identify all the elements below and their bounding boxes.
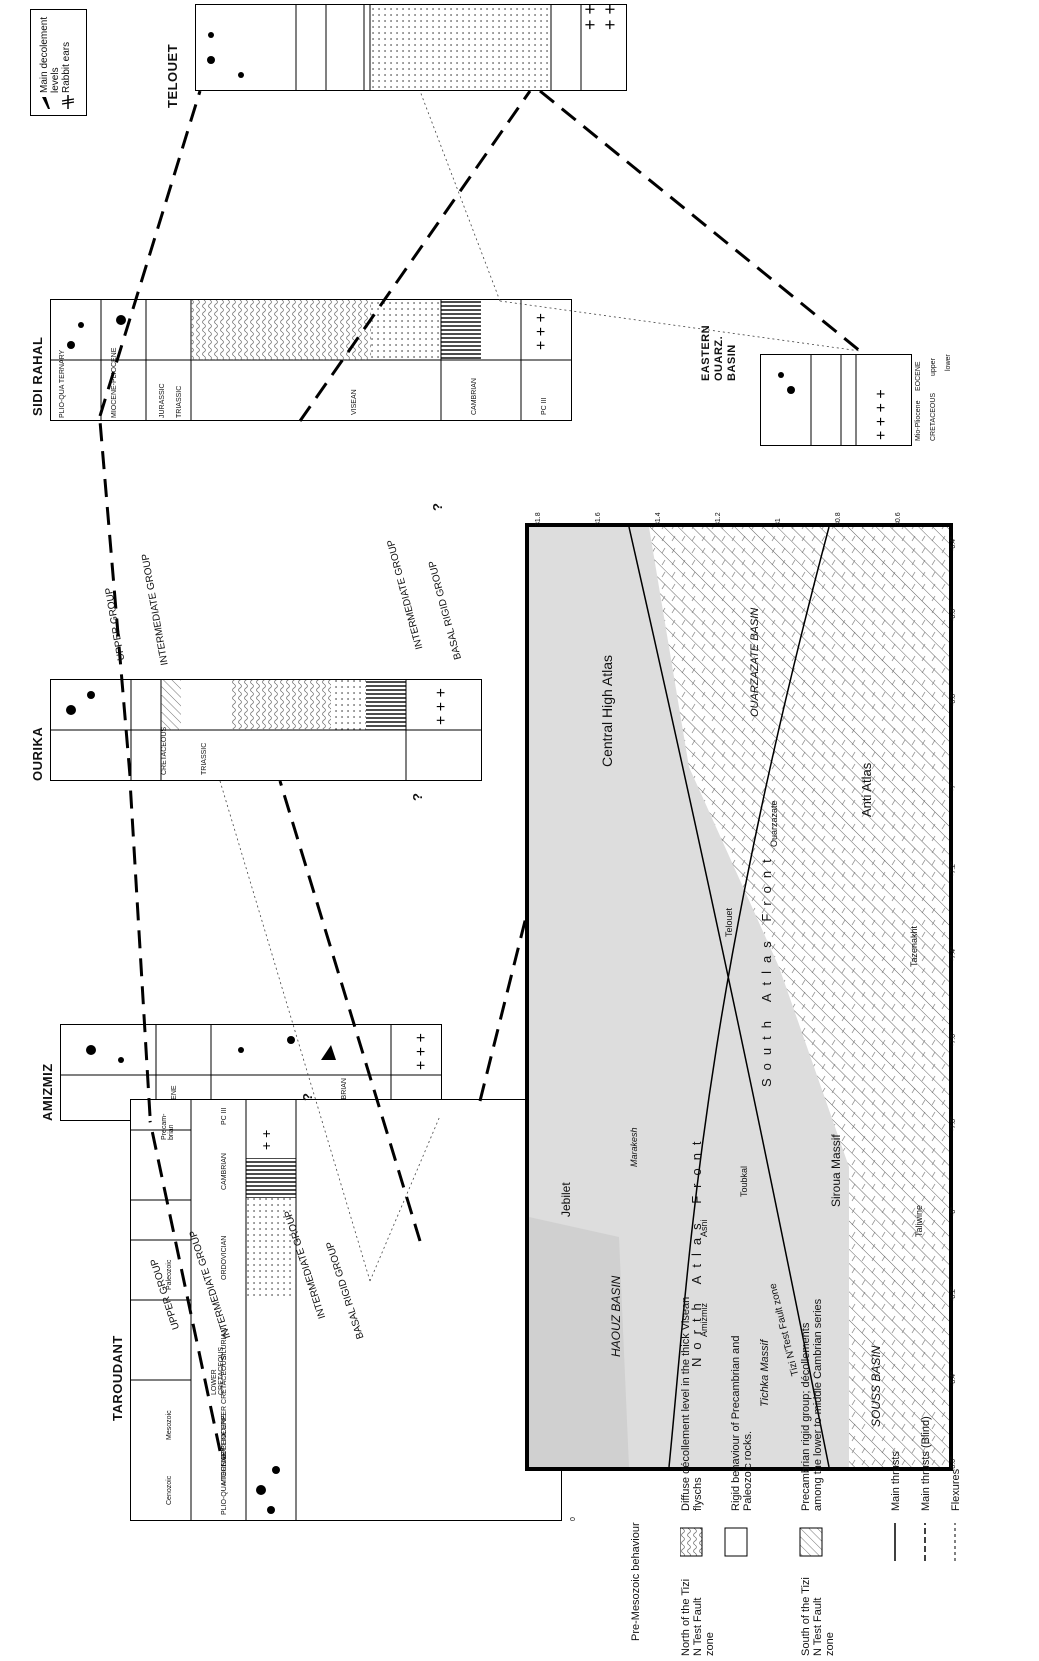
lon-tick-8: -7° [950,782,957,791]
legend-rigid: Rigid behaviour of Precambrian and Paleo… [730,1291,754,1511]
lat-tick-4: 31 [775,518,782,526]
lon-tick-7: -7.2° [950,861,957,876]
legend-north-label: North of the Tizi N Test Fault zone [680,1576,716,1656]
map-central-high-atlas: Central High Atlas [599,655,615,767]
town-telouet: Telouet [724,908,734,937]
map-south-front: South Atlas Front [759,851,774,1087]
legend-swatches [680,1521,980,1561]
lat-tick-2: 31.4 [655,512,662,526]
lat-tick-6: 30.6 [895,512,902,526]
legend-diffuse: Diffuse décollement level in the thick V… [680,1291,704,1511]
lat-tick-0: 31.8 [535,512,542,526]
legend-title: Pre-Mesozoic behaviour [630,1522,642,1641]
bottom-legend: Pre-Mesozoic behaviour North of the Tizi… [600,1061,1030,1661]
legend-precambrian: Precambrian rigid group; décollements am… [800,1291,824,1511]
lat-tick-3: 31.2 [715,512,722,526]
lon-tick-11: -6.4° [950,536,957,551]
lon-tick-5: -7.6° [950,1031,957,1046]
question-mark-2: ? [430,503,445,511]
lon-tick-10: -6.6° [950,606,957,621]
legend-south-label: South of the Tizi N Test Fault zone [800,1576,836,1656]
lat-tick-1: 31.6 [595,512,602,526]
map-ouarzazate-basin: OUARZAZATE BASIN [749,608,761,717]
map-anti-atlas: Anti Atlas [859,763,874,817]
town-ouarzazate: Ouarzazate [769,800,779,847]
legend-thrust-blind: Main thrusts (Blind) [920,1416,932,1511]
lat-tick-5: 30.8 [835,512,842,526]
lon-tick-9: -6.8° [950,691,957,706]
town-tazenakht: Tazenakht [909,926,919,967]
legend-thrust: Main thrusts [890,1451,902,1511]
question-mark-3: ? [300,1093,315,1101]
question-mark-1: ? [410,793,425,801]
lat-axis: 31.8 31.6 31.4 31.2 31 30.8 30.6 [525,506,945,526]
lon-tick-6: -7.4° [950,946,957,961]
legend-flexures: Flexures [950,1469,962,1511]
map-jebilet: Jebilet [559,1182,573,1217]
